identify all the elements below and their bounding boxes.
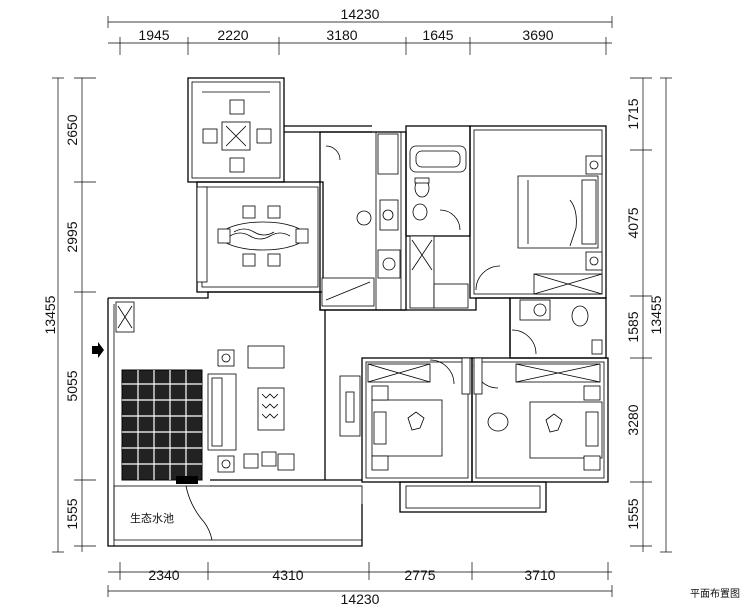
dimension-labels: 14230 1945 2220 3180 1645 3690 2340 4310… — [42, 6, 664, 607]
kitchen-counters — [321, 133, 401, 307]
left-segment-dimension: 1555 — [64, 498, 80, 529]
bedroom-2-furniture — [367, 357, 471, 471]
bathroom-fixtures — [409, 145, 469, 309]
bottom-total-dimension: 14230 — [341, 591, 380, 607]
drawing-title: 平面布置图 — [690, 588, 740, 600]
bedroom-3-furniture — [473, 357, 603, 471]
living-room-furniture — [92, 301, 361, 473]
left-segment-dimension: 5055 — [64, 370, 80, 401]
left-segment-dimension: 2995 — [64, 221, 80, 252]
left-segment-dimension: 2650 — [64, 114, 80, 145]
right-segment-dimension: 1585 — [625, 311, 641, 342]
dining-table-set — [196, 186, 309, 283]
bottom-segment-dimension: 2775 — [404, 567, 435, 583]
right-segment-dimension: 1555 — [625, 498, 641, 529]
top-total-dimension: 14230 — [341, 6, 380, 22]
right-segment-dimension: 4075 — [625, 207, 641, 238]
right-segment-dimension: 3280 — [625, 404, 641, 435]
bottom-segment-dimension: 3710 — [524, 567, 555, 583]
walls — [107, 77, 609, 547]
pond-label: 生态水池 — [130, 511, 174, 525]
hall-fixtures — [511, 299, 603, 355]
planting-grid — [121, 369, 213, 541]
left-total-dimension: 13455 — [42, 295, 58, 334]
right-total-dimension: 13455 — [648, 295, 664, 334]
dimension-lines — [52, 16, 672, 597]
top-segment-dimension: 2220 — [217, 27, 248, 43]
right-segment-dimension: 1715 — [625, 98, 641, 129]
bottom-segment-dimension: 4310 — [272, 567, 303, 583]
top-segment-dimension: 3180 — [326, 27, 357, 43]
top-segment-dimension: 1645 — [422, 27, 453, 43]
tea-table-set — [202, 91, 272, 183]
top-segment-dimension: 3690 — [522, 27, 553, 43]
top-segment-dimension: 1945 — [138, 27, 169, 43]
bottom-segment-dimension: 2340 — [148, 567, 179, 583]
master-bed — [475, 155, 603, 295]
